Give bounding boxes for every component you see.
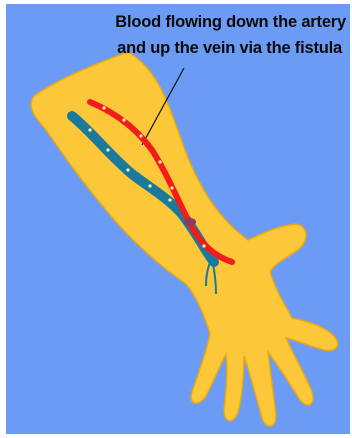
flow-dot	[88, 128, 91, 131]
flow-dot	[126, 168, 129, 171]
fistula-junction	[184, 218, 196, 226]
flow-dot	[168, 198, 171, 201]
flow-dot	[202, 244, 205, 247]
caption-line-1: Blood flowing down the artery	[115, 13, 352, 32]
flow-dot	[148, 184, 151, 187]
caption-line-2: and up the vein via the fistula	[117, 39, 352, 58]
flow-dot	[122, 118, 125, 121]
flow-dot	[139, 134, 142, 137]
flow-dot	[170, 186, 173, 189]
flow-dot	[102, 106, 105, 109]
flow-dot	[158, 160, 161, 163]
flow-dot	[106, 148, 109, 151]
